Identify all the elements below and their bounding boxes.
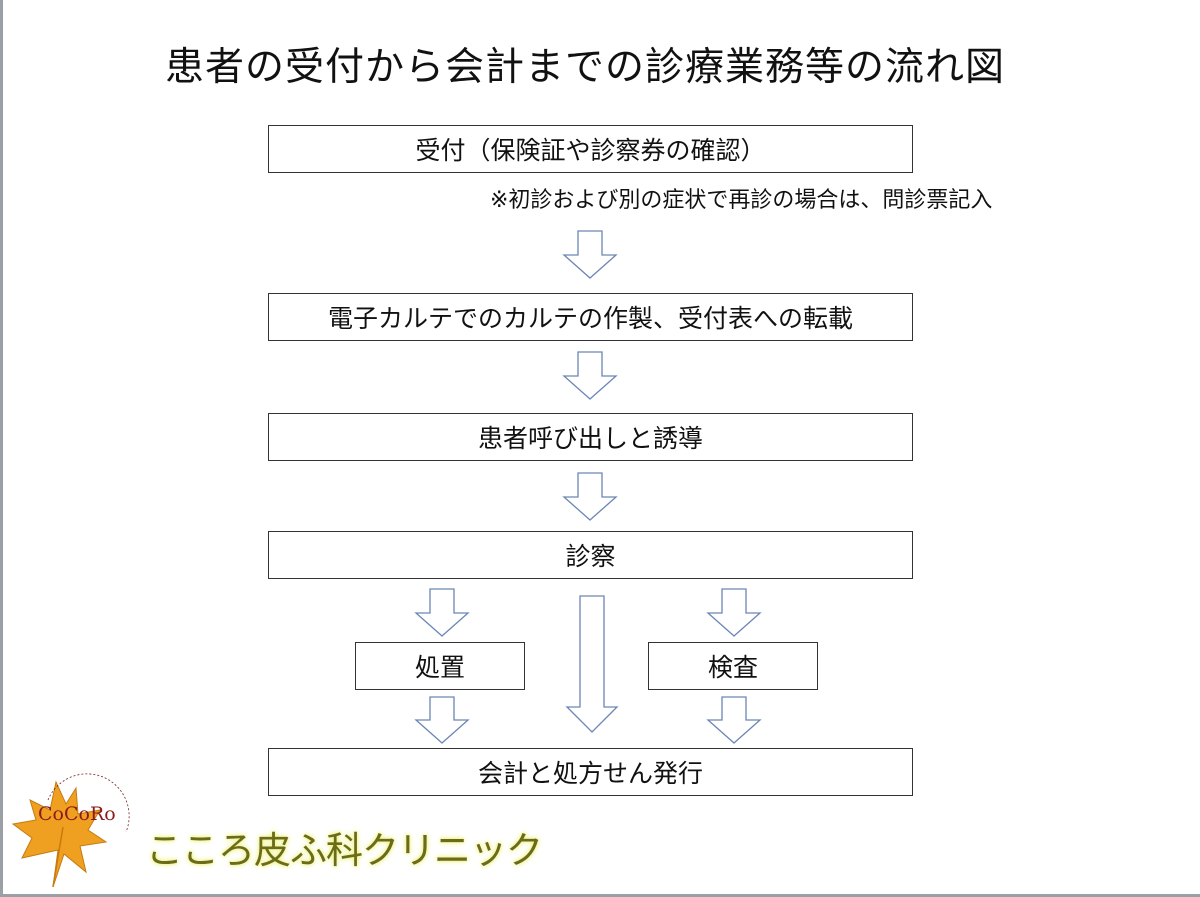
step-chart-label: 電子カルテでのカルテの作製、受付表への転載 — [327, 304, 853, 333]
arrow-chart-to-call — [562, 351, 618, 400]
page-title: 患者の受付から会計までの診療業務等の流れ図 — [164, 45, 1005, 90]
clinic-logo-emblem: CoCoRo — [11, 773, 130, 888]
arrow-test-to-billing — [706, 696, 762, 744]
bottom-border — [0, 894, 1200, 897]
arrow-reception-to-chart — [562, 230, 618, 279]
step-exam-label: 診察 — [565, 542, 616, 571]
step-exam: 診察 — [268, 531, 913, 579]
step-reception: 受付（保険証や診察券の確認） — [268, 125, 913, 173]
step-test-label: 検査 — [707, 653, 758, 682]
emblem-text: CoCoRo — [38, 803, 116, 825]
step-test: 検査 — [648, 642, 818, 690]
arrow-exam-to-treatment — [414, 588, 470, 637]
maple-leaf-icon — [11, 780, 108, 888]
arrow-exam-to-billing — [565, 595, 619, 733]
step-treatment: 処置 — [355, 642, 525, 690]
step-treatment-label: 処置 — [414, 653, 465, 682]
step-billing: 会計と処方せん発行 — [268, 748, 913, 796]
clinic-name: こころ皮ふ科クリニック — [146, 829, 543, 872]
reception-note: ※初診および別の症状で再診の場合は、問診票記入 — [490, 188, 993, 213]
step-reception-label: 受付（保険証や診察券の確認） — [415, 136, 766, 165]
step-chart: 電子カルテでのカルテの作製、受付表への転載 — [268, 293, 913, 341]
arrow-exam-to-test — [706, 588, 762, 637]
step-call: 患者呼び出しと誘導 — [268, 413, 913, 461]
step-billing-label: 会計と処方せん発行 — [477, 759, 703, 788]
left-border — [0, 0, 3, 897]
arrow-call-to-exam — [562, 472, 618, 521]
step-call-label: 患者呼び出しと誘導 — [477, 424, 703, 453]
arrow-treatment-to-billing — [414, 696, 470, 744]
